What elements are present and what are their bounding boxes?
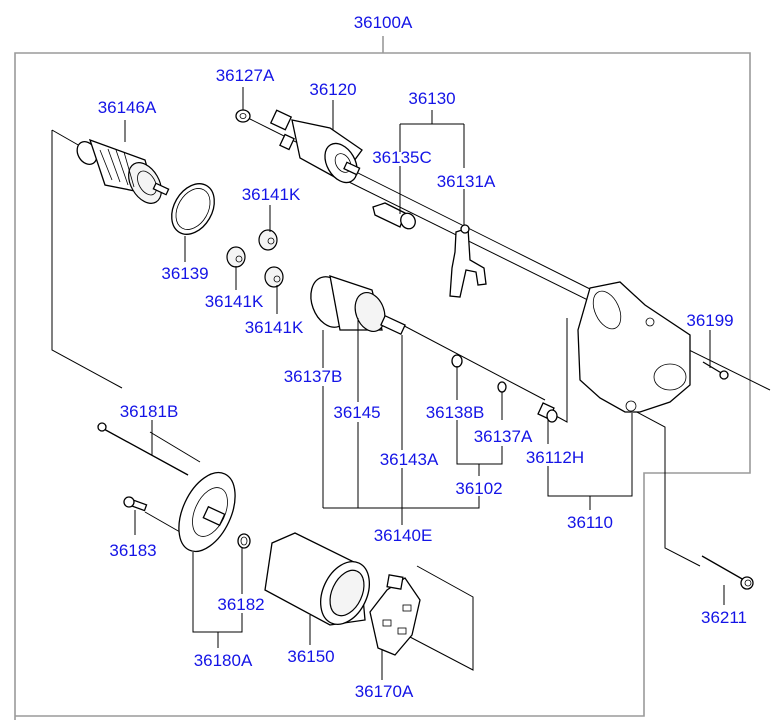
label-36139[interactable]: 36139 [161,264,208,283]
label-36130[interactable]: 36130 [408,89,455,108]
label-36145[interactable]: 36145 [333,403,380,422]
part-36146A-armature[interactable] [73,138,170,209]
label-36110[interactable]: 36110 [567,513,613,532]
label-36140E[interactable]: 36140E [374,526,433,545]
label-36120[interactable]: 36120 [309,80,356,99]
label-36141K-b[interactable]: 36141K [205,292,264,311]
part-36127A-nut[interactable] [235,109,251,123]
part-36211-mounting-bolt[interactable] [701,555,754,590]
label-36100A[interactable]: 36100A [354,13,413,32]
label-36182[interactable]: 36182 [217,595,264,614]
label-36180A[interactable]: 36180A [194,651,253,670]
part-36120-solenoid[interactable] [269,109,364,188]
part-36182-bushing[interactable] [237,533,251,549]
part-36141K-gear-a[interactable] [258,229,278,251]
part-36183-screw[interactable] [123,496,148,512]
label-36102[interactable]: 36102 [455,479,502,498]
label-36127A[interactable]: 36127A [216,66,275,85]
label-36143A[interactable]: 36143A [380,450,439,469]
label-36141K-c[interactable]: 36141K [245,318,304,337]
part-36199-bolt[interactable] [702,361,729,380]
part-labels: 36100A 36127A 36120 36130 36146A 36135C … [98,13,747,701]
label-36170A[interactable]: 36170A [355,682,414,701]
part-36143A-shaft[interactable] [380,314,406,336]
assembly-frame [14,52,751,720]
label-36141K-a[interactable]: 36141K [242,185,301,204]
part-36150-yoke[interactable] [264,532,379,632]
part-36145-clutch[interactable] [304,271,390,335]
label-36183[interactable]: 36183 [109,541,156,560]
part-36181B-through-bolt[interactable] [97,422,189,476]
label-36199[interactable]: 36199 [686,311,733,330]
part-36141K-gear-b[interactable] [226,246,246,268]
label-36112H[interactable]: 36112H [526,448,584,467]
label-36131A[interactable]: 36131A [437,172,496,191]
part-36138B-ring[interactable] [451,354,463,368]
part-36110-front-housing[interactable] [577,281,691,413]
label-36181B[interactable]: 36181B [120,402,179,421]
label-36146A[interactable]: 36146A [98,98,157,117]
part-36135C-plunger[interactable] [372,202,418,231]
part-36137A-snap-ring[interactable] [497,381,507,393]
part-36139-plate[interactable] [163,176,223,242]
label-36137B[interactable]: 36137B [284,367,343,386]
part-36141K-gear-c[interactable] [264,266,284,288]
part-36112H-bushing[interactable] [537,402,558,423]
part-36131A-shift-lever[interactable] [449,224,487,298]
part-36170A-brush-holder[interactable] [369,574,421,656]
label-36211[interactable]: 36211 [701,608,747,627]
label-36135C[interactable]: 36135C [372,148,432,167]
leader-lines [124,87,725,680]
label-36137A[interactable]: 36137A [474,427,533,446]
part-36180A-rear-bracket[interactable] [167,464,246,560]
label-36138B[interactable]: 36138B [426,403,485,422]
label-36150[interactable]: 36150 [287,647,334,666]
